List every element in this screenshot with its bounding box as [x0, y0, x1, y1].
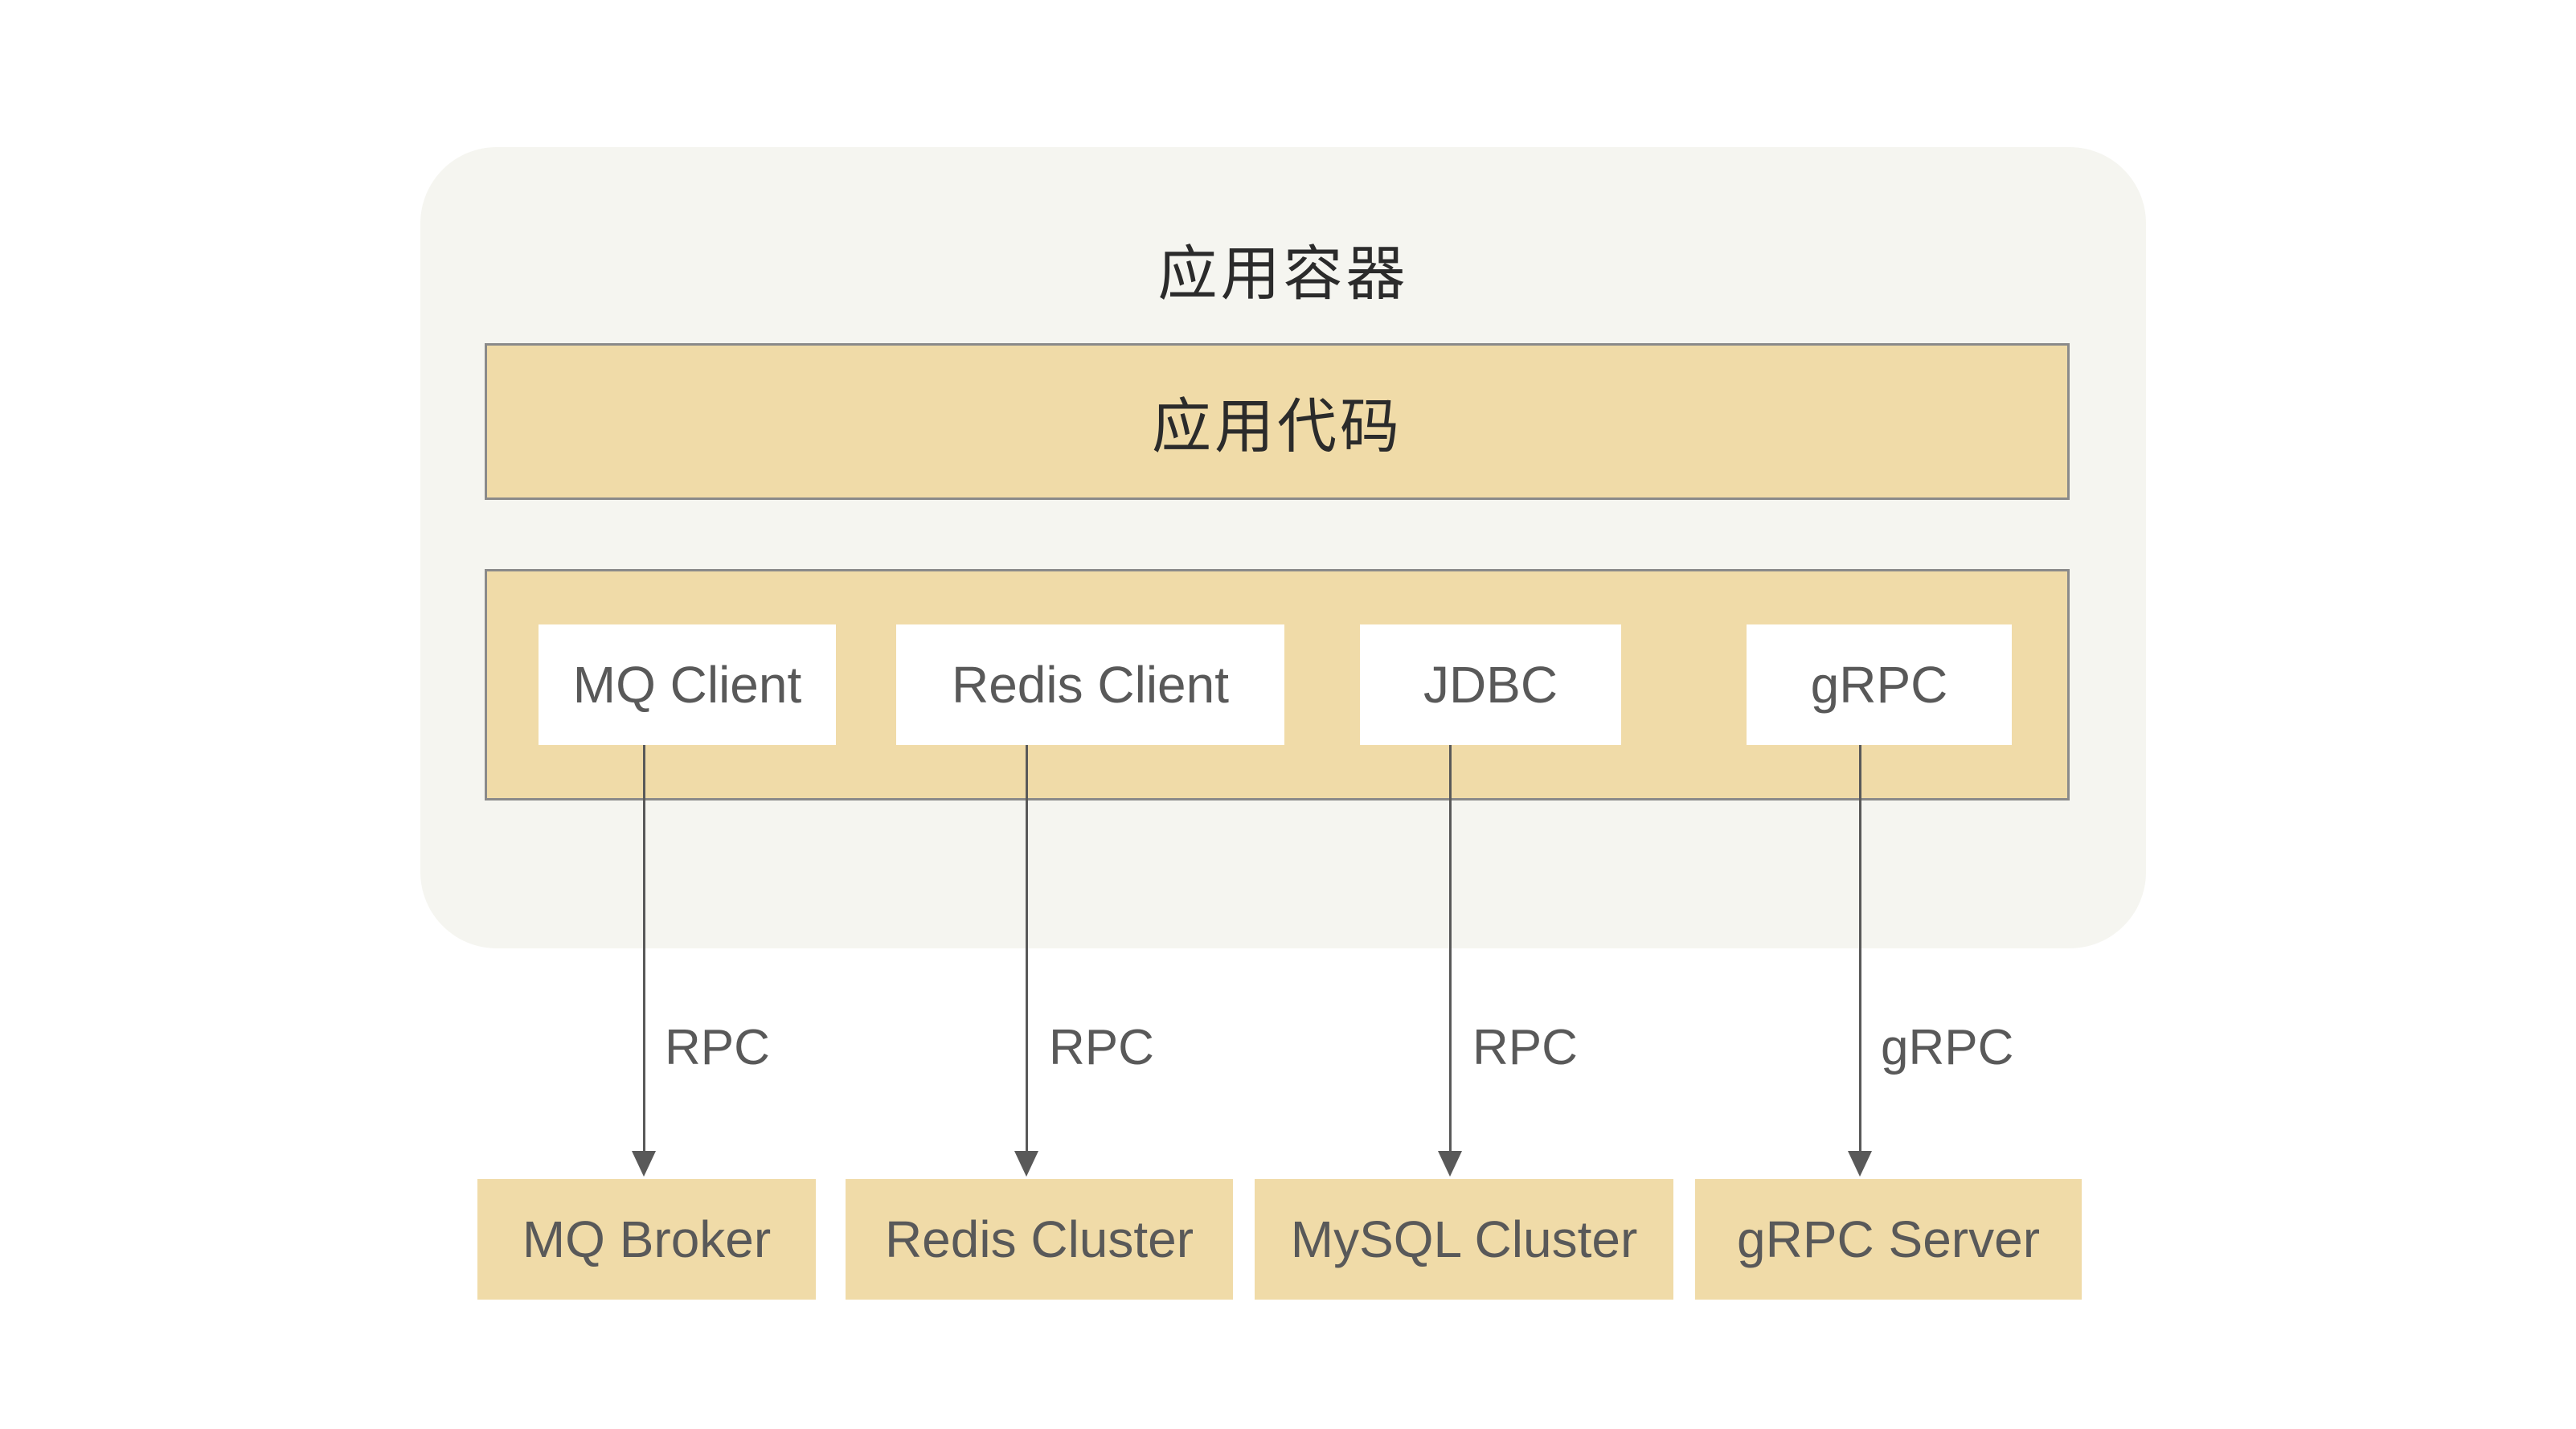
server-box-grpc-server: gRPC Server — [1695, 1179, 2082, 1300]
connection-label-rpc-3: RPC — [1472, 1020, 1578, 1075]
client-box-grpc: gRPC — [1747, 624, 2012, 745]
app-code-box: 应用代码 — [485, 343, 2070, 500]
arrow-line — [1449, 745, 1452, 1153]
application-container: 应用容器 — [420, 147, 2146, 948]
client-box-mq-client: MQ Client — [539, 624, 836, 745]
arrow-head-icon — [1848, 1151, 1872, 1177]
arrow-head-icon — [632, 1151, 656, 1177]
client-box-jdbc: JDBC — [1360, 624, 1621, 745]
server-box-redis-cluster: Redis Cluster — [846, 1179, 1233, 1300]
server-box-mq-broker: MQ Broker — [477, 1179, 816, 1300]
connection-label-rpc-1: RPC — [665, 1020, 770, 1075]
client-box-redis-client: Redis Client — [896, 624, 1284, 745]
connection-label-grpc: gRPC — [1881, 1020, 2014, 1075]
arrow-line — [643, 745, 645, 1153]
application-container-title: 应用容器 — [1157, 240, 1409, 307]
server-box-mysql-cluster: MySQL Cluster — [1255, 1179, 1673, 1300]
connection-label-rpc-2: RPC — [1049, 1020, 1154, 1075]
arrow-line — [1859, 745, 1861, 1153]
arrow-head-icon — [1014, 1151, 1038, 1177]
arrow-line — [1026, 745, 1028, 1153]
arrow-head-icon — [1438, 1151, 1462, 1177]
